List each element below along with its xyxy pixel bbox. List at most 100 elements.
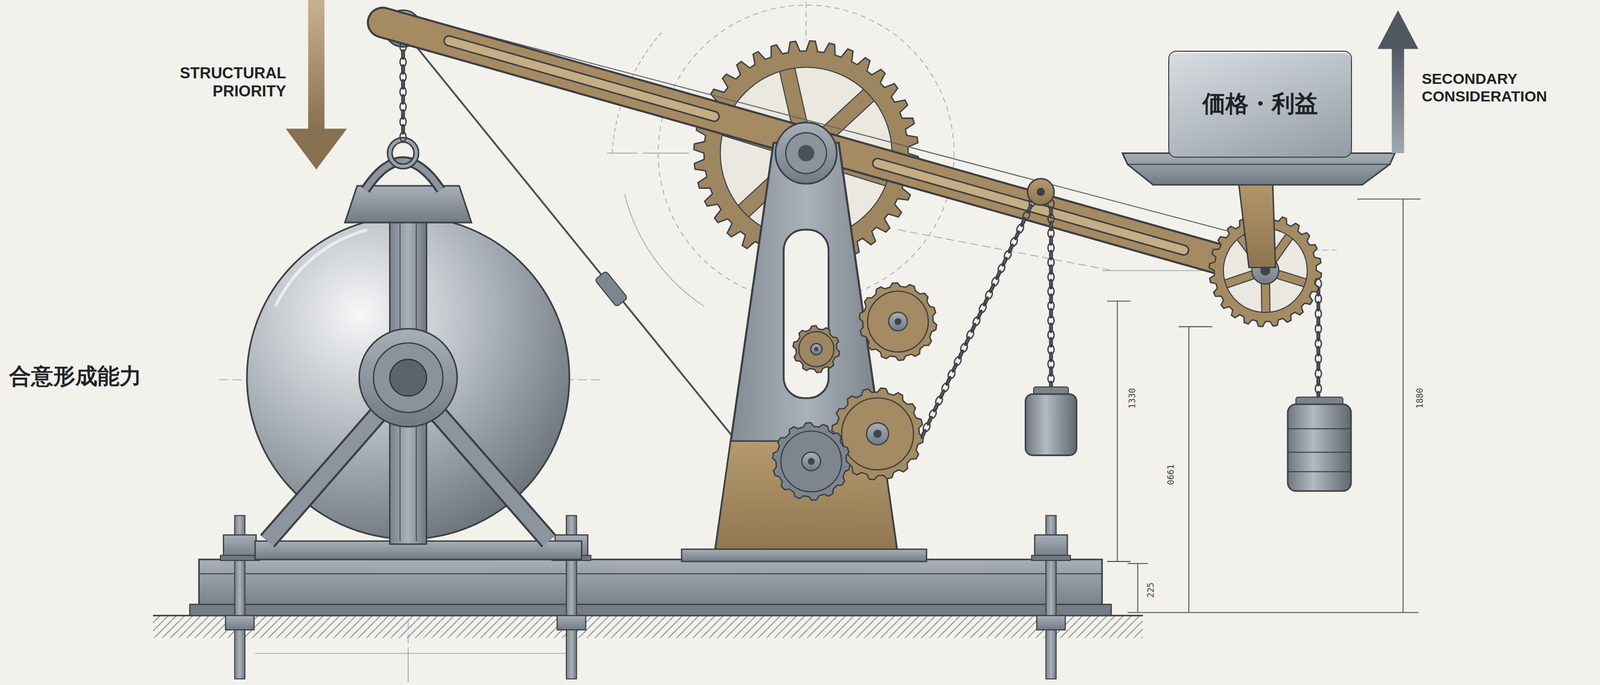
small-pulley-part [1036, 187, 1045, 196]
construction-lines-part [1101, 270, 1204, 272]
right-weight-part [1287, 428, 1351, 430]
pivot-hub [775, 122, 837, 184]
anchor-bolts-part [1034, 534, 1068, 558]
sphere-stand-part [358, 328, 457, 427]
anchor-bolts-part [1036, 615, 1066, 630]
gear-part [866, 422, 889, 445]
dimension-lines-part [1117, 301, 1119, 562]
sphere-label: 合意形成能力 [9, 363, 142, 390]
dimension-lines-part [1188, 326, 1190, 612]
gear [793, 325, 840, 373]
priority-arrow-part [285, 128, 347, 170]
gear-part [841, 397, 914, 470]
anchor-bolts-part [223, 534, 257, 558]
chain-part [920, 428, 927, 439]
sphere-stand-part [389, 198, 427, 544]
construction-lines-part [255, 652, 572, 654]
secondary-arrow [1377, 10, 1419, 154]
dimension-lines-part [1178, 326, 1213, 328]
gear-part [798, 331, 834, 367]
gear-part [894, 317, 902, 325]
pivot-hub-part [775, 122, 837, 184]
anchor-bolts-part [225, 615, 255, 630]
anchor-bolts-part [1031, 555, 1071, 561]
dimension-lines-part [1106, 560, 1131, 562]
counterweight-part [1025, 394, 1077, 456]
base-plate [189, 559, 1112, 616]
small-pulley-part [1027, 178, 1055, 206]
construction-lines-part [407, 653, 409, 682]
right-weight-part [1287, 451, 1351, 453]
gear-part [807, 457, 815, 465]
dimension-lines-part [1137, 563, 1139, 613]
gear-part [873, 429, 882, 438]
anchor-bolts [220, 515, 1071, 679]
secondary-arrow-part [1377, 10, 1419, 49]
chain-part [400, 132, 407, 142]
chain [400, 42, 407, 142]
gear-part [772, 422, 850, 501]
construction-lines-part [624, 193, 705, 307]
dimension-number: 1880 [1415, 386, 1426, 410]
gear-part [814, 346, 819, 351]
ground [153, 615, 1144, 639]
pivot-hub-part [785, 132, 827, 174]
sphere-stand-part [389, 139, 417, 167]
secondary-arrow-part [1391, 44, 1404, 153]
priority-arrow-part [308, 0, 325, 131]
lever-beam-part [448, 40, 714, 116]
gear-part [780, 430, 842, 492]
lever-beam-part [877, 163, 1184, 251]
small-pulley [1027, 178, 1055, 206]
dimension-number: 0661 [1166, 462, 1177, 487]
gear-part [801, 451, 821, 471]
pylon-part [681, 549, 927, 562]
chain [1315, 279, 1322, 401]
anchor-bolts-part [557, 615, 586, 630]
dimension-lines-part [1127, 611, 1419, 613]
dimension-lines-part [1357, 198, 1421, 200]
gear-part [888, 312, 908, 331]
gear [772, 422, 850, 501]
box-text: 価格・利益 [1202, 88, 1318, 120]
construction-lines-part [606, 152, 638, 154]
right-weight [1287, 397, 1351, 491]
base-plate-part [198, 572, 1102, 574]
sphere-stand-part [389, 139, 417, 167]
construction-lines-part [805, 2, 807, 41]
stay-cable-part [594, 270, 629, 307]
construction-lines-part [642, 152, 689, 154]
price-profit-box: 価格・利益 [1168, 50, 1352, 158]
dimension-lines-part [1106, 300, 1131, 302]
gear-part [859, 282, 937, 360]
priority-label: STRUCTURAL PRIORITY [150, 64, 287, 100]
gear-part [793, 325, 840, 373]
right-weight-part [1287, 404, 1351, 491]
sphere-stand-part [389, 359, 427, 397]
pivot-hub-part [797, 145, 815, 162]
sphere-stand-part [344, 185, 472, 223]
tray-part [1237, 175, 1276, 268]
gear-train [772, 282, 937, 501]
pylon-part [783, 229, 829, 398]
chain [920, 196, 1038, 439]
gear-part [810, 343, 822, 355]
counterweight [1025, 386, 1077, 455]
lever-beam-part [877, 163, 1184, 251]
dimension-lines-part [1127, 562, 1149, 564]
tray-part [1122, 153, 1396, 185]
hoist-chain [400, 42, 407, 142]
anchor-bolts-part [220, 555, 260, 561]
tray-part [1127, 163, 1390, 165]
ground-part [153, 615, 1144, 639]
dimension-number: 1330 [1127, 386, 1138, 410]
gear-part [867, 291, 929, 352]
priority-arrow [285, 0, 347, 170]
lever-beam-part [448, 40, 714, 116]
base-plate-part [189, 603, 1112, 615]
consideration-label: SECONDARY CONSIDERATION [1421, 70, 1593, 105]
gear [859, 282, 937, 360]
sphere-stand-part [373, 342, 443, 413]
